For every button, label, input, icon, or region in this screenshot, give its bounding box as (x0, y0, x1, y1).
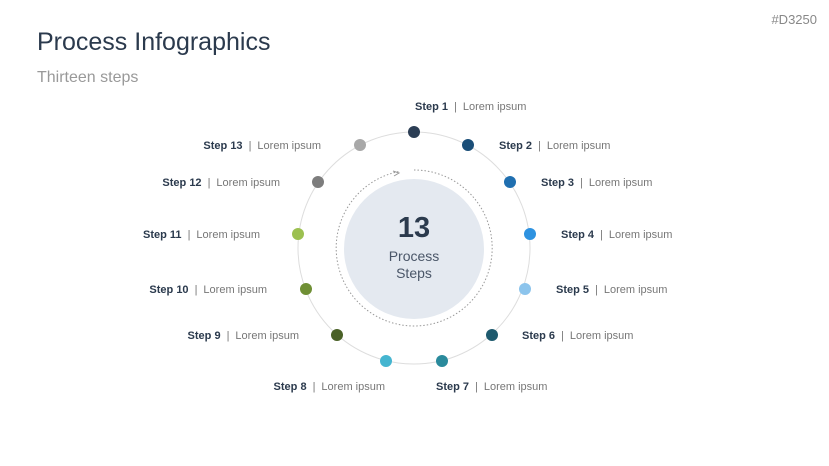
step-5-label: Step 5 | Lorem ipsum (556, 283, 667, 297)
step-text: Lorem ipsum (462, 101, 527, 113)
step-title: Step 4 (561, 229, 595, 241)
step-title: Step 12 (162, 177, 202, 189)
step-8-label: Step 8 | Lorem ipsum (274, 380, 385, 394)
step-7-dot (436, 355, 448, 367)
page-title: Process Infographics (37, 28, 271, 56)
separator: | (580, 177, 583, 189)
separator: | (194, 284, 198, 296)
separator: | (600, 229, 603, 241)
step-text: Lorem ipsum (196, 229, 260, 241)
step-text: Lorem ipsum (608, 229, 673, 241)
step-9-dot (331, 329, 343, 341)
step-text: Lorem ipsum (235, 330, 299, 342)
step-3-label: Step 3 | Lorem ipsum (541, 176, 652, 190)
slide-code: #D3250 (771, 12, 817, 27)
step-1-dot (408, 126, 420, 138)
step-7-label: Step 7 | Lorem ipsum (436, 380, 547, 394)
step-text: Lorem ipsum (546, 140, 611, 152)
separator: | (538, 140, 541, 152)
step-text: Lorem ipsum (483, 381, 548, 393)
step-text: Lorem ipsum (569, 330, 634, 342)
separator: | (595, 284, 598, 296)
step-title: Step 11 (143, 229, 182, 241)
step-6-dot (486, 329, 498, 341)
step-1-label: Step 1 | Lorem ipsum (415, 100, 526, 114)
step-11-label: Step 11 | Lorem ipsum (143, 228, 260, 242)
step-9-label: Step 9 | Lorem ipsum (188, 329, 299, 343)
step-10-label: Step 10 | Lorem ipsum (149, 283, 267, 297)
separator: | (248, 140, 252, 152)
step-5-dot (519, 283, 531, 295)
separator: | (187, 229, 191, 241)
step-title: Step 6 (522, 330, 556, 342)
center-number: 13 (397, 212, 431, 244)
step-title: Step 3 (541, 177, 575, 189)
arrow-head-icon (392, 170, 401, 177)
step-title: Step 7 (436, 381, 470, 393)
step-title: Step 10 (149, 284, 189, 296)
step-11-dot (292, 228, 304, 240)
step-title: Step 5 (556, 284, 590, 296)
step-text: Lorem ipsum (203, 284, 267, 296)
step-3-dot (504, 176, 516, 188)
step-12-label: Step 12 | Lorem ipsum (162, 176, 280, 190)
center-circle (344, 179, 484, 319)
step-12-dot (312, 176, 324, 188)
step-title: Step 1 (415, 101, 449, 113)
separator: | (475, 381, 478, 393)
step-2-label: Step 2 | Lorem ipsum (499, 139, 610, 153)
step-6-label: Step 6 | Lorem ipsum (522, 329, 633, 343)
step-title: Step 8 (273, 381, 307, 393)
step-text: Lorem ipsum (216, 177, 280, 189)
step-title: Step 2 (499, 140, 533, 152)
separator: | (312, 381, 316, 393)
separator: | (207, 177, 211, 189)
step-13-dot (354, 139, 366, 151)
step-text: Lorem ipsum (321, 381, 385, 393)
step-8-dot (380, 355, 392, 367)
direction-arc (335, 169, 493, 327)
step-10-dot (300, 283, 312, 295)
center-caption-line2: Steps (396, 265, 432, 281)
step-13-label: Step 13 | Lorem ipsum (203, 139, 321, 153)
separator: | (561, 330, 564, 342)
step-text: Lorem ipsum (257, 140, 321, 152)
step-title: Step 9 (187, 330, 221, 342)
separator: | (226, 330, 230, 342)
step-title: Step 13 (203, 140, 243, 152)
step-4-dot (524, 228, 536, 240)
separator: | (454, 101, 457, 113)
step-text: Lorem ipsum (588, 177, 653, 189)
page-subtitle: Thirteen steps (37, 69, 139, 86)
step-4-label: Step 4 | Lorem ipsum (561, 228, 672, 242)
step-text: Lorem ipsum (603, 284, 668, 296)
step-2-dot (462, 139, 474, 151)
center-caption-line1: Process (388, 248, 440, 264)
